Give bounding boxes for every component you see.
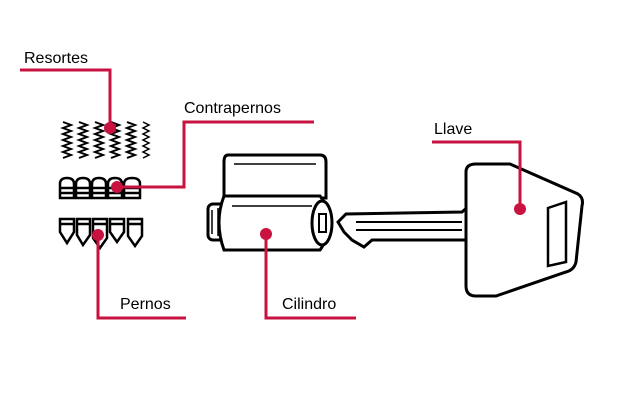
key-pin-icon — [126, 217, 144, 249]
key-leader-line — [432, 140, 522, 208]
spring-icon — [60, 121, 74, 159]
key-marker-dot — [514, 203, 526, 215]
leader-dots — [92, 122, 526, 241]
pins-marker-dot — [92, 229, 104, 241]
cylinder-leader-line — [264, 234, 356, 320]
pins-leader-line — [96, 236, 186, 320]
driver-pin-icon — [58, 176, 76, 200]
spring-icon — [76, 121, 90, 159]
lock-cylinder-icon — [206, 153, 334, 252]
driver-pins-group — [58, 176, 142, 200]
spring-icon — [124, 121, 138, 159]
springs-marker-dot — [104, 122, 116, 134]
springs-label: Resortes — [24, 50, 89, 67]
springs-leader-line — [20, 68, 112, 125]
key-pin-icon — [108, 217, 126, 245]
driver-pins-marker-dot — [111, 181, 123, 193]
pins-label: Pernos — [120, 296, 171, 313]
leader-lines — [20, 68, 522, 320]
driver-pin-icon — [74, 176, 92, 200]
key-pin-icon — [75, 217, 92, 248]
driver-pins-label: Contrapernos — [184, 100, 281, 117]
cylinder-marker-dot — [260, 228, 272, 240]
driver-pin-icon — [90, 176, 108, 200]
spring-icon — [92, 121, 106, 159]
key-label: Llave — [434, 121, 473, 138]
key-icon — [336, 162, 584, 298]
driver-pins-leader-line — [117, 120, 314, 189]
key-pin-icon — [58, 217, 76, 246]
cylinder-label: Cilindro — [282, 296, 337, 313]
